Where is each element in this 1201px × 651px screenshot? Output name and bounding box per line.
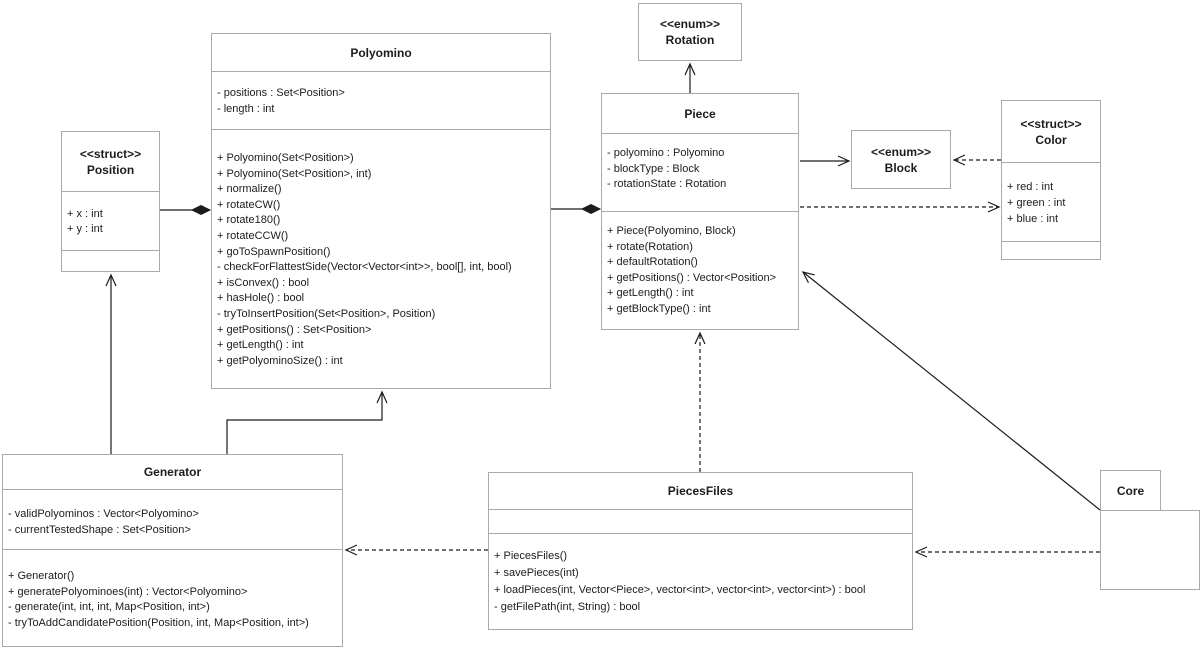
member-line: + y : int (67, 223, 103, 235)
member-line: + Generator() (8, 570, 75, 582)
member-line: - polyomino : Polyomino (607, 147, 725, 159)
member-line: + rotate180() (217, 214, 281, 227)
member-line: + savePieces(int) (494, 567, 579, 579)
class-name: PiecesFiles (667, 484, 734, 498)
member-line: + red : int (1007, 181, 1054, 193)
member-line: + isConvex() : bool (217, 276, 310, 289)
class-generator-methods: + Generator() + generatePolyominoes(int) … (3, 549, 342, 646)
edge-generator-to-polyomino (226, 390, 388, 454)
class-generator: Generator - validPolyominos : Vector<Pol… (2, 454, 343, 647)
enum-block-title: <<enum>> Block (852, 131, 950, 188)
class-name: Position (86, 162, 135, 177)
struct-color-methods-empty (1002, 241, 1100, 259)
member-line: + x : int (67, 208, 103, 220)
class-piecesfiles-title: PiecesFiles (489, 473, 912, 509)
member-line: + generatePolyominoes(int) : Vector<Poly… (8, 585, 248, 598)
member-line: + Piece(Polyomino, Block) (607, 225, 736, 237)
stereotype-label: <<struct>> (1020, 116, 1082, 131)
class-piece: Piece - polyomino : Polyomino - blockType… (601, 93, 799, 330)
stereotype-label: <<enum>> (659, 17, 721, 31)
class-name: Polyomino (350, 45, 412, 60)
enum-rotation-title: <<enum>> Rotation (639, 4, 741, 60)
member-line: - blockType : Block (607, 162, 700, 175)
member-line: + goToSpawnPosition() (217, 245, 331, 258)
member-line: + rotateCCW() (217, 229, 289, 242)
class-polyomino-methods: + Polyomino(Set<Position>) + Polyomino(Se… (212, 129, 550, 388)
class-polyomino: Polyomino - positions : Set<Position> - l… (211, 33, 551, 389)
member-line: + loadPieces(int, Vector<Piece>, vector<… (494, 584, 866, 596)
class-piecesfiles: PiecesFiles + PiecesFiles() + savePieces(… (488, 472, 913, 630)
package-core-tab: Core (1100, 470, 1161, 511)
member-line: + blue : int (1007, 213, 1059, 225)
member-line: + hasHole() : bool (217, 292, 305, 305)
struct-color: <<struct>> Color + red : int + green : in… (1001, 100, 1101, 260)
class-polyomino-title: Polyomino (212, 34, 550, 71)
member-line: + normalize() (217, 183, 282, 196)
member-line: + getLength() : int (607, 287, 694, 300)
member-line: - getFilePath(int, String) : bool (494, 601, 641, 613)
class-piece-attributes: - polyomino : Polyomino - blockType : Blo… (602, 133, 798, 211)
member-line: + getPolyominoSize() : int (217, 354, 343, 367)
struct-color-title: <<struct>> Color (1002, 101, 1100, 162)
class-name: Piece (684, 106, 716, 121)
struct-color-attributes: + red : int + green : int + blue : int (1002, 162, 1100, 241)
class-name: Generator (143, 465, 202, 479)
struct-position-methods-empty (62, 250, 159, 271)
struct-position-title: <<struct>> Position (62, 132, 159, 191)
class-piece-methods: + Piece(Polyomino, Block) + rotate(Rotati… (602, 211, 798, 329)
member-line: - generate(int, int, int, Map<Position, … (8, 601, 210, 614)
member-line: + PiecesFiles() (494, 550, 568, 562)
member-line: - checkForFlattestSide(Vector<Vector<int… (217, 261, 512, 274)
member-line: + green : int (1007, 197, 1066, 209)
struct-position-attributes: + x : int + y : int (62, 191, 159, 250)
member-line: - length : int (217, 102, 275, 115)
member-line: + getPositions() : Vector<Position> (607, 271, 777, 284)
member-line: + Polyomino(Set<Position>, int) (217, 167, 372, 180)
class-generator-attributes: - validPolyominos : Vector<Polyomino> - c… (3, 489, 342, 549)
member-line: - rotationState : Rotation (607, 178, 727, 191)
struct-position: <<struct>> Position + x : int + y : int (61, 131, 160, 272)
member-line: + getPositions() : Set<Position> (217, 323, 372, 336)
member-line: + Polyomino(Set<Position>) (217, 152, 354, 164)
enum-rotation: <<enum>> Rotation (638, 3, 742, 61)
member-line: + defaultRotation() (607, 256, 698, 269)
member-line: - tryToInsertPosition(Set<Position>, Pos… (217, 307, 436, 320)
package-core-body (1100, 510, 1200, 590)
stereotype-label: <<struct>> (79, 146, 142, 161)
member-line: + getBlockType() : int (607, 302, 711, 315)
enum-block: <<enum>> Block (851, 130, 951, 189)
member-line: + getLength() : int (217, 339, 304, 352)
stereotype-label: <<enum>> (870, 144, 932, 159)
class-name: Rotation (665, 33, 715, 47)
class-polyomino-attributes: - positions : Set<Position> - length : in… (212, 71, 550, 129)
member-line: - validPolyominos : Vector<Polyomino> (8, 508, 199, 520)
class-piece-title: Piece (602, 94, 798, 133)
member-line: - tryToAddCandidatePosition(Position, in… (8, 616, 309, 629)
class-name: Color (1035, 132, 1067, 147)
class-piecesfiles-attributes-empty (489, 509, 912, 533)
member-line: - currentTestedShape : Set<Position> (8, 523, 191, 536)
member-line: - positions : Set<Position> (217, 87, 345, 99)
class-generator-title: Generator (3, 455, 342, 489)
class-name: Block (884, 160, 918, 175)
member-line: + rotate(Rotation) (607, 240, 693, 253)
class-piecesfiles-methods: + PiecesFiles() + savePieces(int) + loadPi… (489, 533, 912, 629)
package-name: Core (1116, 483, 1145, 498)
member-line: + rotateCW() (217, 198, 281, 211)
